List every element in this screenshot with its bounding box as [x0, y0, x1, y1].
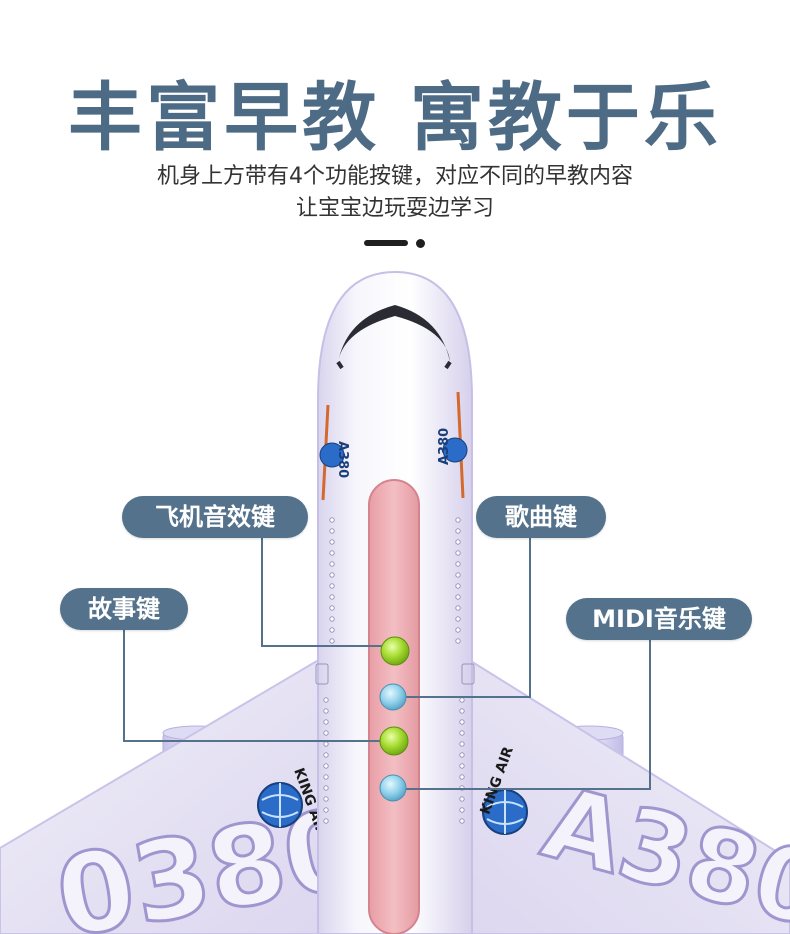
door-left: [315, 663, 329, 685]
cockpit-windshield: [338, 305, 450, 362]
song-button[interactable]: [379, 683, 407, 711]
svg-text:A380: A380: [437, 428, 452, 465]
midi-music-button[interactable]: [379, 774, 407, 802]
divider-dash: [364, 240, 408, 246]
svg-text:A380: A380: [335, 441, 350, 478]
callout-lines: [123, 538, 651, 790]
fuselage-decal-right: A380: [437, 391, 468, 499]
plane-sound-button[interactable]: [380, 636, 410, 666]
subtitle-line-2: 让宝宝边玩耍边学习: [295, 196, 494, 221]
callout-story-key: 故事键: [60, 588, 188, 630]
callout-midi-music-key: MIDI音乐键: [566, 598, 752, 640]
door-right: [461, 663, 475, 685]
story-button[interactable]: [379, 726, 409, 756]
callout-song-key: 歌曲键: [476, 496, 606, 538]
callout-plane-sound-key: 飞机音效键: [122, 496, 308, 538]
headline: 丰富早教 寓教于乐: [68, 75, 722, 161]
subtitle-line-1: 机身上方带有4个功能按键，对应不同的早教内容: [157, 164, 633, 189]
divider-dot: [416, 238, 425, 248]
fuselage-decal-left: A380: [319, 404, 350, 501]
